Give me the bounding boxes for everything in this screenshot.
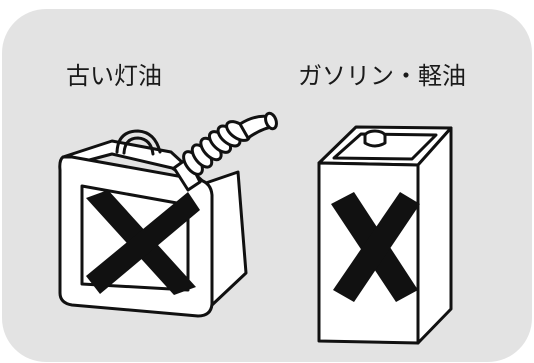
spout: [172, 111, 278, 192]
old-kerosene-label: 古い灯油: [66, 62, 162, 90]
x-mark-icon: [331, 192, 420, 302]
x-mark-icon: [86, 190, 200, 295]
gasoline-diesel-label: ガソリン・軽油: [298, 62, 466, 90]
